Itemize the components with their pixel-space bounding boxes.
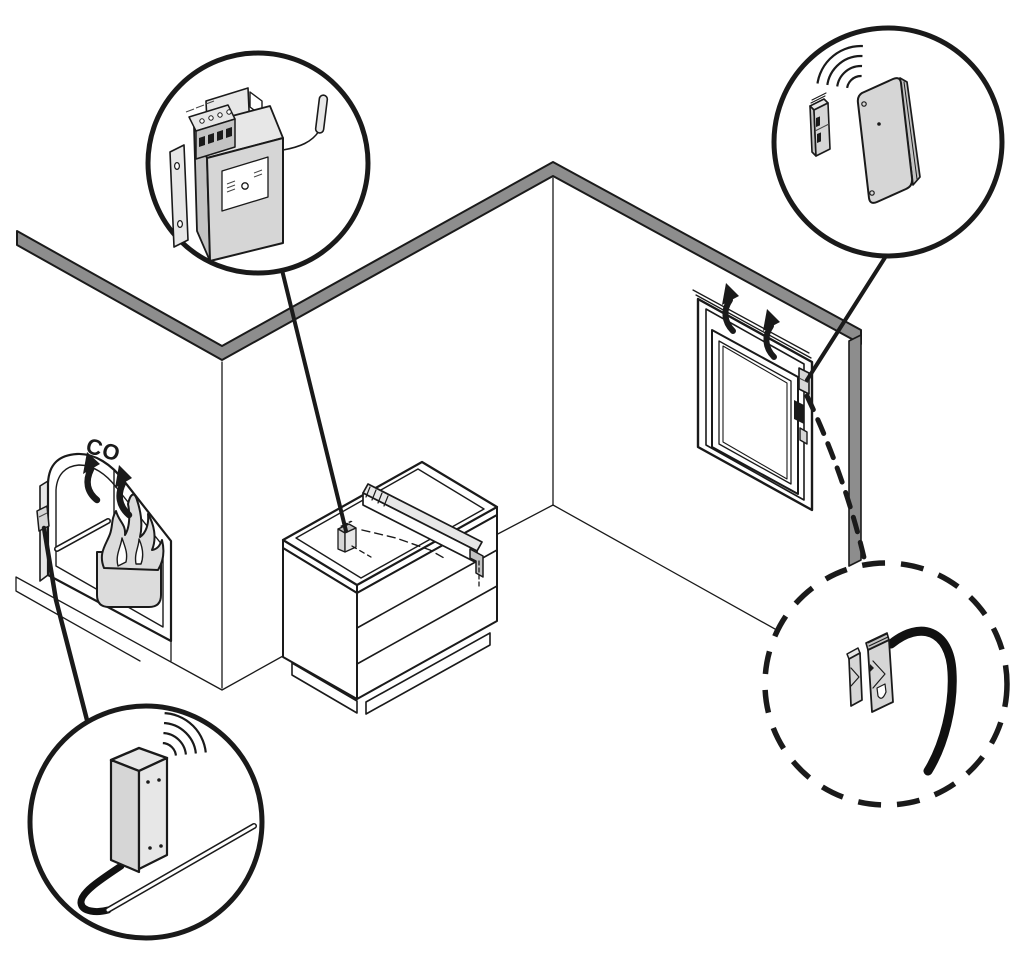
drawer-division-lines [356,549,498,665]
callout-wireless-window-contact [771,25,1005,259]
glass-inner-outline [722,345,788,480]
leader-control-unit [280,268,348,533]
window-sensor-detail [798,377,810,384]
leader-window-contact [805,254,888,382]
co-sensor-on-stove [36,505,50,532]
antenna-icon [314,94,329,134]
wall-corner-lines [221,177,554,689]
reed-notch [876,683,887,699]
radio-control-unit [169,87,329,262]
edge-clamp-bracket [469,548,484,578]
tilted-sash [711,329,799,495]
window-handle [794,400,804,424]
tilt-window [692,283,814,512]
terminal-slots [199,127,232,147]
hidden-mounting-path [361,529,445,559]
flames [100,493,165,571]
co-sensor-transmitter-box [109,746,169,874]
terminal-screw [217,112,223,118]
radio-waves-icon [815,44,864,90]
screw [861,101,867,107]
window-inner-frame [705,308,805,501]
front-label-plate [221,156,269,212]
callout-control-unit [145,50,371,276]
fireplace-stove: CO [36,433,173,643]
window-lock-keeper [799,427,808,445]
floor-lines [15,504,801,691]
hidden-mounting-path-2 [351,545,372,558]
flange-screw-hole [177,220,184,229]
label-print-marks [226,169,263,193]
glass-outline [718,340,792,485]
mounting-flange [169,144,189,248]
temperature-probe-highlight [55,519,110,551]
antenna-wire [282,130,320,151]
co-arrow-icon [115,465,133,519]
wired-contact-magnet [846,647,863,707]
leader-co-sensor [41,525,91,727]
screw-dot [157,778,161,782]
temperature-probe-highlight [106,824,256,912]
wired-contact-reed [865,632,894,713]
screw-dot [148,846,152,850]
status-led [241,182,249,190]
contact-transmitter-part [856,77,921,204]
co-arrow-icon [83,452,101,504]
terminal-screw [199,118,205,124]
led-dot [877,122,881,126]
terminal-screw [226,109,232,115]
cabinet-plinth-front [365,632,491,715]
transmitter-front [856,77,914,204]
callout-wired-window-contact [762,560,1010,808]
screw [869,190,875,196]
cabinet-plinth-side [291,662,358,714]
terminal-block-front [195,118,236,160]
airflow-arrow-icon [722,283,739,334]
co-sensor-detail-line [38,512,48,518]
print-marks [185,100,215,113]
callout-co-sensor [27,703,265,941]
vent-bar-ribs [365,486,389,507]
leader-wired-contact-dashed [804,393,869,569]
kitchen-counter [281,460,499,715]
airflow-arrow-icon [763,309,780,360]
contact-magnet-part [809,92,831,157]
callout-leader-lines [41,254,888,727]
screw-dot [159,844,163,848]
contact-cable [886,626,957,776]
flange-screw-hole [174,162,181,171]
flame-inner-tongue [116,537,144,567]
window-casing-lines [692,289,812,359]
sensor-cable [77,862,125,915]
screw-dot [146,780,150,784]
terminal-screw [208,115,214,121]
